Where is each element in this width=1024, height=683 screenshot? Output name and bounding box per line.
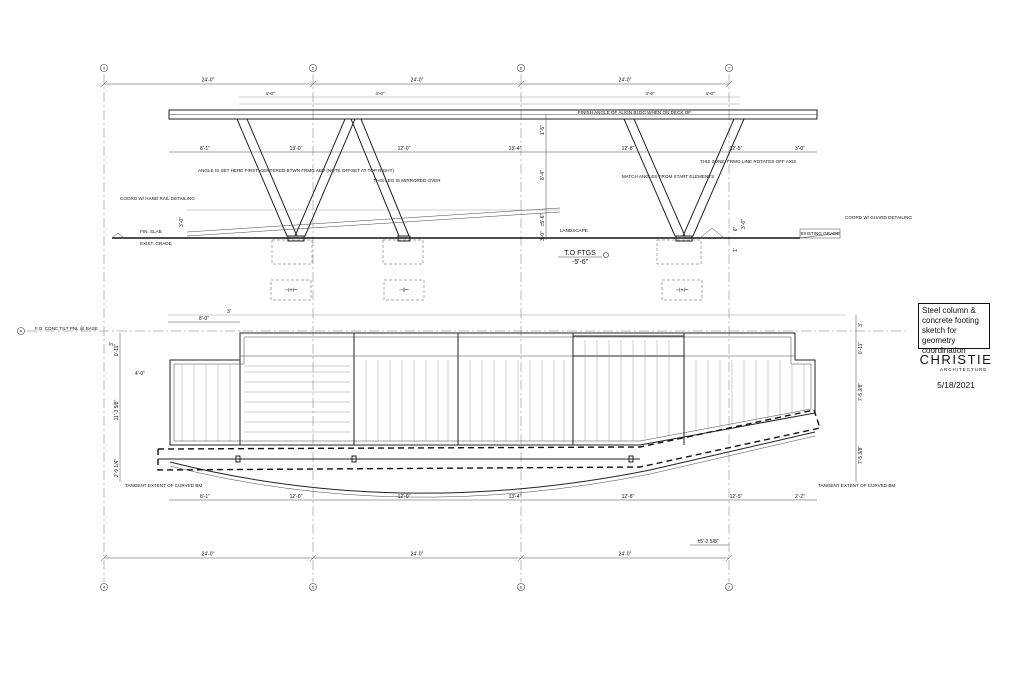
tangent-right: TANGENT EXTENT OF CURVED BM — [818, 483, 895, 488]
guard-note: COORD W/ GUARD DETAILING — [845, 215, 912, 220]
finish-angle-note: FINISH ANGLE OF ALIGN BLDG WHEN ON DECK … — [578, 110, 691, 115]
footing-label: T.O FTGS — [564, 250, 596, 257]
right-dim: 7'-5 3/8" — [858, 446, 864, 465]
plan-segment-dim: 13'-4" — [509, 494, 522, 500]
angle-note: ANGLE IS SET HERE FIRST, CENTERED BTWN F… — [198, 168, 394, 173]
grid-bubble-label: 6 — [520, 585, 523, 590]
fin-slab-note: FIN. SLAB — [140, 229, 162, 234]
vertical-dim: 3'-0" — [540, 231, 546, 241]
bay-dim: 24'-0" — [411, 78, 424, 84]
bay-dim: 24'-0" — [619, 552, 632, 558]
grid-bubble-label: 6 — [520, 66, 523, 71]
row-bubble: A — [17, 327, 25, 335]
firm-logo: CHRISTIE ARCHITECTURE — [918, 352, 994, 373]
bay-dim: 24'-0" — [202, 78, 215, 84]
segment-dim: 13'-4" — [509, 146, 522, 152]
elevation-view: 4'-0" 4'-0" 4'-0" 4'-0" — [111, 91, 912, 301]
grid-bubbles-bottom: 4 5 6 7 — [100, 583, 733, 591]
bay-dimensions-top: 24'-0" 24'-0" 24'-0" — [100, 78, 733, 88]
top-dim: 4'-0" — [705, 91, 715, 96]
misc-dim: ±5'-2 5/8" — [697, 539, 718, 545]
left-dim: 3' — [109, 342, 115, 346]
grid-lines — [27, 74, 905, 582]
grid-bubbles-top: 4 5 6 7 — [100, 64, 733, 72]
vertical-dim: ±5'-6" — [540, 213, 546, 226]
concrete-label: F.O. CONC TILT PNL @ BASE — [35, 326, 98, 331]
footing-value: -5'-6" — [572, 259, 589, 266]
left-dim: 4'-0" — [135, 371, 145, 377]
grid-bubble-label: 5 — [312, 585, 315, 590]
grid-bubble-label: 4 — [103, 66, 106, 71]
title-description-box: Steel column & concrete footing sketch f… — [918, 303, 990, 355]
vertical-dim: 6" — [733, 227, 739, 232]
match-note: MATCH ANGLES FROM START ELEMENTS — [622, 174, 714, 179]
handrail-note: COORD W/ HAND RAIL DETAILING — [120, 196, 195, 201]
grid-bubble-label: 5 — [312, 66, 315, 71]
plan-segment-dim: 12'-0" — [290, 494, 303, 500]
plan-segment-dim: 2'-2" — [795, 494, 805, 500]
segment-dim: 8'-1" — [200, 146, 210, 152]
plan-segment-dim: 8'-1" — [200, 494, 210, 500]
vertical-dim: 3'-6" — [741, 219, 747, 229]
existing-grade-note: EXISTING GRADE — [800, 231, 839, 236]
right-dim: 7'-5 3/8" — [858, 383, 864, 402]
grid-bubble-label: 7 — [728, 66, 731, 71]
zone-note: THIS ZONE: FRMG LINE ROTATES OFF AXIS — [700, 159, 796, 164]
firm-name: CHRISTIE — [919, 352, 993, 367]
angle-note-text: ANGLE IS SET HERE FIRST, CENTERED BTWN F… — [198, 168, 394, 173]
steel-column-left — [236, 118, 356, 237]
plan-view: F.O. CONC TILT PNL @ BASE 8'-0" 3' — [35, 309, 895, 546]
plan-segment-dim: 12'-0" — [398, 494, 411, 500]
plan-segment-dim: 12'-5" — [730, 494, 743, 500]
grid-bubble-label: 7 — [728, 585, 731, 590]
bay-dim: 24'-0" — [411, 552, 424, 558]
sheet-description: Steel column & concrete footing sketch f… — [922, 306, 979, 355]
footing-column-mark: ⊣+⊢ — [675, 287, 689, 294]
mirror-note: THIS LEG IS MIRRORED OVER — [373, 178, 441, 183]
bay-dim: 24'-0" — [202, 552, 215, 558]
segment-dim: 12'-0" — [398, 146, 411, 152]
segment-dim: 12'-5" — [730, 146, 743, 152]
plan-top-dim: 8'-0" — [199, 316, 209, 322]
sheet-date: 5/18/2021 — [937, 380, 975, 390]
top-dim: 4'-0" — [265, 91, 275, 96]
footing-column-mark: ⊣⊢ — [399, 287, 409, 294]
bay-dimensions-bottom: 24'-0" 24'-0" 24'-0" — [100, 552, 733, 562]
right-dim: 0'-11" — [858, 342, 864, 355]
top-dim: 4'-0" — [645, 91, 655, 96]
segment-dim: 12'-8" — [622, 146, 635, 152]
footing-column-mark: ⊣+⊢ — [284, 287, 298, 294]
vertical-dim: 8'-4" — [540, 170, 546, 180]
row-bubble-label: A — [20, 329, 23, 334]
plan-top-dim: 3' — [227, 309, 231, 315]
segment-dim: 13'-0" — [290, 146, 303, 152]
firm-subtitle: ARCHITECTURE — [940, 367, 988, 372]
stair-lines — [244, 365, 350, 433]
plan-segment-dim: 12'-8" — [622, 494, 635, 500]
vertical-dim: 3'-0" — [179, 217, 185, 227]
left-dim: 0'-11" — [114, 344, 120, 357]
right-dim: 3' — [858, 323, 864, 327]
segment-dim: 3'-0" — [795, 146, 805, 152]
left-dim: 11'-3 5/8" — [114, 399, 120, 420]
left-dim: 2'-9 1/4" — [114, 459, 120, 478]
exist-grade-note: EXIST. GRADE — [140, 241, 172, 246]
tangent-left: TANGENT EXTENT OF CURVED BM — [125, 483, 202, 488]
vertical-dim: 1' — [733, 248, 739, 252]
top-dim: 4'-0" — [375, 91, 385, 96]
grid-bubble-label: 4 — [103, 585, 106, 590]
landscape-note: LANDSCAPE — [560, 228, 588, 233]
deck-treads — [181, 340, 805, 441]
vertical-dim: 1'-5" — [540, 125, 546, 135]
bay-dim: 24'-0" — [619, 78, 632, 84]
